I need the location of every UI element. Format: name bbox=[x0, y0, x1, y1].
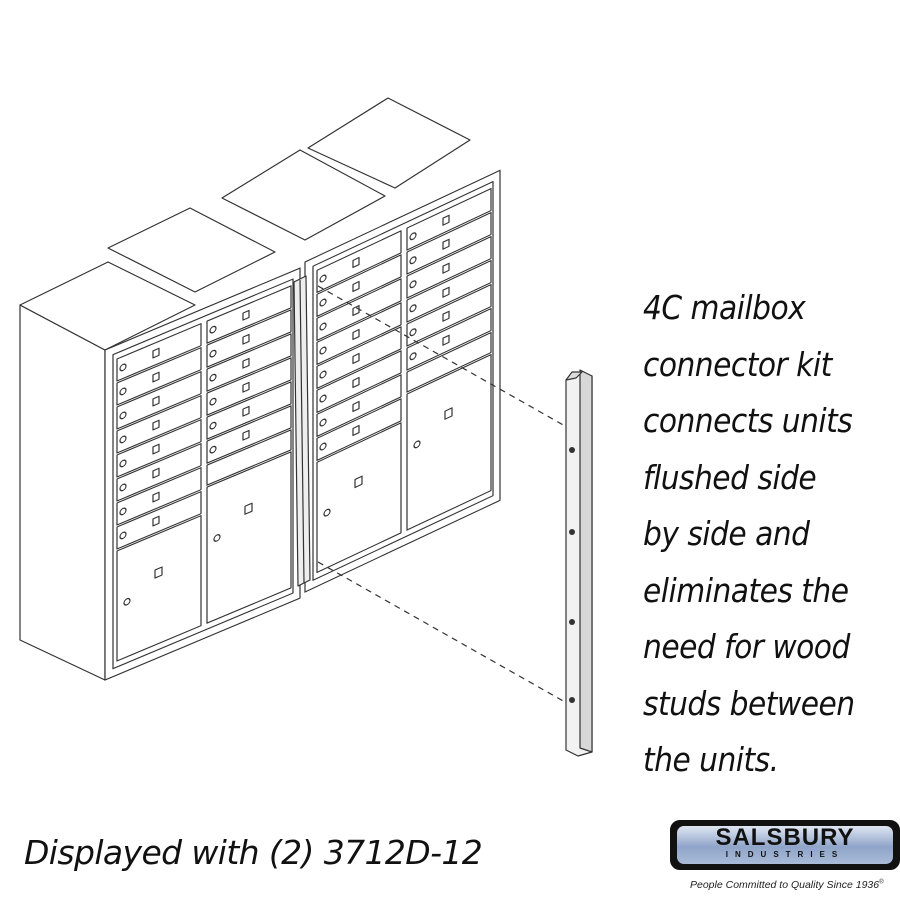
description-line: connects units bbox=[643, 401, 853, 440]
door-label bbox=[154, 566, 163, 579]
door-label bbox=[152, 371, 160, 383]
outgoing-mail-panel bbox=[206, 429, 292, 486]
door-label bbox=[242, 333, 250, 345]
description-line: by side and bbox=[643, 514, 810, 553]
door-label bbox=[442, 286, 450, 298]
lock-icon bbox=[323, 508, 331, 517]
description-line: connector kit bbox=[643, 344, 832, 384]
door-label bbox=[442, 310, 450, 322]
lock-icon bbox=[119, 483, 127, 492]
door-label bbox=[242, 357, 250, 369]
guide-lines bbox=[317, 285, 566, 703]
description-line: studs between bbox=[643, 683, 855, 723]
description-line: eliminates the bbox=[643, 570, 849, 610]
parcel-locker-door bbox=[406, 353, 492, 531]
lock-icon bbox=[319, 418, 327, 427]
description-line: flushed side bbox=[643, 457, 817, 497]
lock-icon bbox=[119, 459, 127, 468]
lock-icon bbox=[319, 346, 327, 355]
lock-icon bbox=[119, 507, 127, 516]
door-label bbox=[152, 515, 160, 527]
door-label bbox=[442, 334, 450, 346]
installed-connector-strip bbox=[293, 275, 311, 587]
lock-icon bbox=[409, 304, 417, 313]
lock-icon bbox=[209, 397, 217, 406]
lock-icon bbox=[119, 387, 127, 396]
logo-name: SALSBURY bbox=[715, 824, 855, 851]
description-line: the units. bbox=[643, 740, 779, 779]
lock-icon bbox=[319, 298, 327, 307]
lock-icon bbox=[413, 440, 421, 449]
lock-icon bbox=[209, 325, 217, 334]
left-unit-top-front bbox=[107, 207, 276, 293]
connector-bar bbox=[565, 369, 593, 757]
door-label bbox=[242, 405, 250, 417]
door-label bbox=[152, 443, 160, 455]
lock-icon bbox=[119, 531, 127, 540]
door-label bbox=[354, 475, 363, 489]
left-mailbox-unit bbox=[19, 207, 301, 681]
caption: Displayed with (2) 3712D-12 bbox=[24, 833, 483, 872]
door-label bbox=[352, 400, 360, 413]
right-unit-top-back bbox=[221, 149, 386, 241]
door-label bbox=[152, 419, 160, 431]
lock-icon bbox=[409, 352, 417, 361]
description-line: need for wood bbox=[643, 627, 850, 666]
door-label bbox=[152, 467, 160, 479]
lock-icon bbox=[123, 597, 131, 606]
lock-icon bbox=[209, 421, 217, 430]
connector-bar-holes bbox=[569, 447, 575, 703]
lock-icon bbox=[409, 328, 417, 337]
logo-sub: INDUSTRIES bbox=[725, 850, 845, 859]
lock-icon bbox=[209, 349, 217, 358]
door-label bbox=[352, 424, 360, 437]
door-label bbox=[442, 262, 450, 274]
door-label bbox=[352, 352, 360, 365]
lock-icon bbox=[409, 256, 417, 265]
lock-icon bbox=[119, 435, 127, 444]
door-label bbox=[442, 238, 450, 250]
lock-icon bbox=[319, 394, 327, 403]
lock-icon bbox=[409, 280, 417, 289]
lock-icon bbox=[213, 534, 221, 542]
door-label bbox=[152, 347, 160, 359]
door-label bbox=[442, 214, 450, 226]
lock-icon bbox=[319, 442, 327, 451]
lock-icon bbox=[119, 363, 127, 372]
lock-icon bbox=[209, 445, 217, 454]
left-unit-side bbox=[19, 304, 106, 681]
right-unit-top-front bbox=[307, 97, 471, 189]
lock-icon bbox=[319, 370, 327, 379]
description-line: 4C mailbox bbox=[643, 288, 806, 327]
parcel-locker-door bbox=[206, 451, 292, 624]
parcel-locker-door bbox=[316, 422, 402, 574]
registered-mark: ® bbox=[879, 879, 884, 886]
door-label bbox=[352, 256, 360, 269]
tagline-text: People Committed to Quality Since 1936 bbox=[690, 879, 880, 891]
door-label bbox=[244, 502, 253, 515]
lock-icon bbox=[119, 411, 127, 420]
parcel-locker-door bbox=[116, 515, 202, 662]
lock-icon bbox=[209, 373, 217, 382]
left-unit-top-back bbox=[19, 261, 196, 351]
lock-icon bbox=[319, 274, 327, 283]
lock-icon bbox=[319, 322, 327, 331]
door-label bbox=[152, 491, 160, 503]
right-mailbox-unit bbox=[221, 97, 501, 593]
outgoing-mail-panel bbox=[406, 331, 492, 393]
door-label bbox=[352, 328, 360, 341]
logo-tagline: People Committed to Quality Since 1936® bbox=[690, 879, 884, 891]
salsbury-logo: SALSBURY INDUSTRIES bbox=[670, 820, 900, 870]
door-label bbox=[444, 407, 453, 420]
door-label bbox=[152, 395, 160, 407]
lock-icon bbox=[409, 232, 417, 241]
door-label bbox=[242, 309, 250, 321]
description-text: 4C mailbox connector kit connects units … bbox=[643, 280, 893, 789]
door-label bbox=[242, 429, 250, 441]
door-label bbox=[352, 280, 360, 293]
door-label bbox=[242, 381, 250, 393]
door-label bbox=[352, 376, 360, 389]
